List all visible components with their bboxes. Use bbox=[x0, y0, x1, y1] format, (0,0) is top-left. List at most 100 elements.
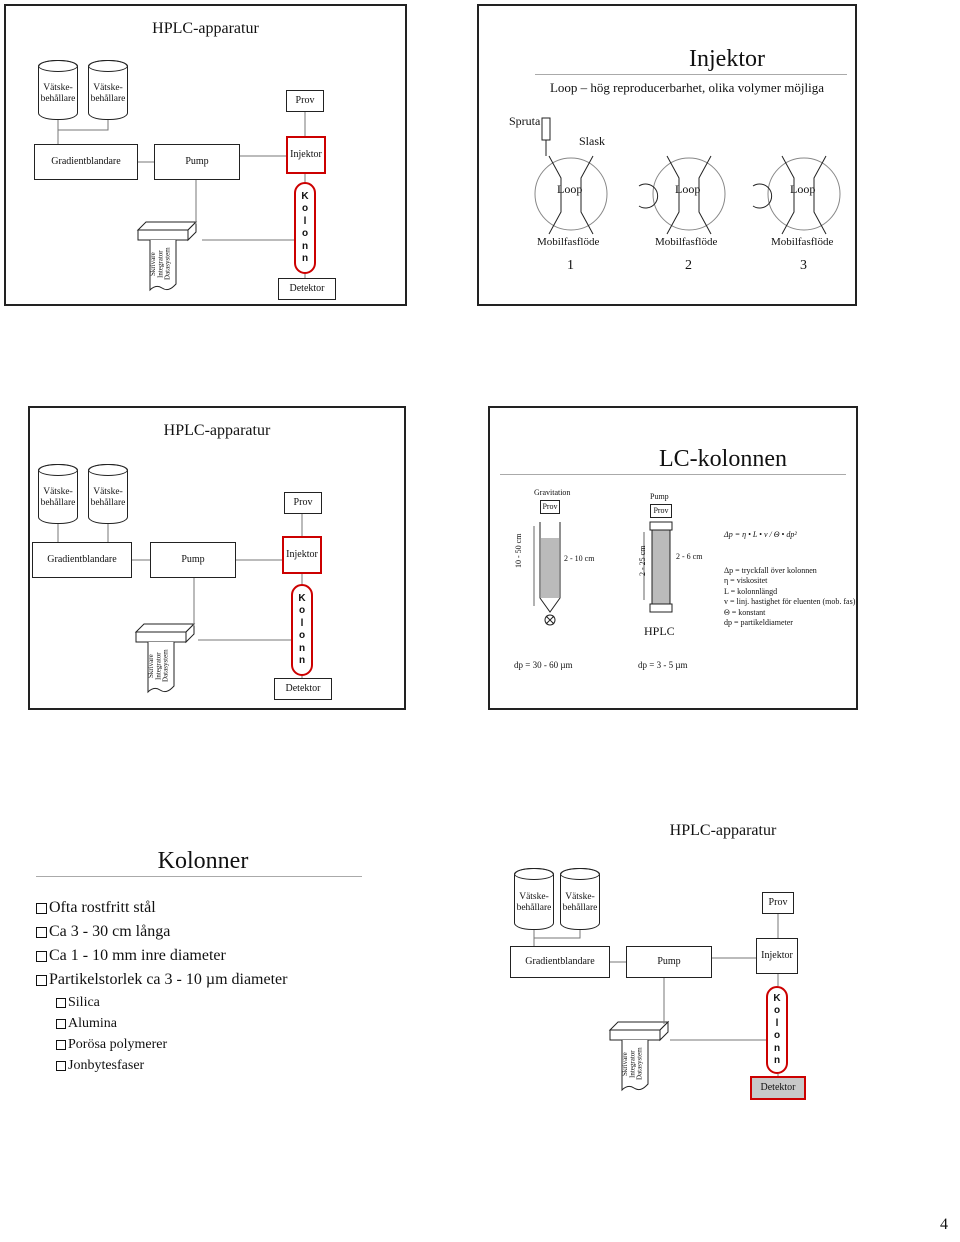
flow-label-2: Mobilfasflöde bbox=[655, 236, 718, 248]
pressure-formula: Δp = η • L • v / Θ • dp² bbox=[724, 530, 797, 539]
solvent-container-1: Vätske- behållare bbox=[514, 868, 554, 930]
sub-bullet-item: Porösa polymerer bbox=[36, 1034, 287, 1055]
kolonner-title: Kolonner bbox=[157, 848, 249, 874]
solvent-container-1: Vätske- behållare bbox=[38, 60, 78, 120]
syringe-label: Spruta bbox=[509, 114, 541, 128]
slide-injector: Injektor Loop – hög reproducerbarhet, ol… bbox=[477, 4, 857, 306]
step-number-1: 1 bbox=[567, 258, 574, 273]
page-number: 4 bbox=[940, 1216, 948, 1233]
printer-integrator-icon: Skrivare Integrator Datasystem bbox=[134, 620, 196, 694]
hplc-length-label: 2 - 25 cm bbox=[638, 545, 647, 576]
legend-line: Δp = tryckfall över kolonnen bbox=[724, 566, 817, 575]
step-number-3: 3 bbox=[800, 258, 807, 273]
column-letter: n bbox=[773, 1042, 781, 1054]
pump-box: Pump bbox=[154, 144, 240, 180]
column: K o l o n n bbox=[294, 182, 316, 274]
pump-box: Pump bbox=[150, 542, 236, 578]
title-rule bbox=[535, 74, 847, 75]
bullet-item: Ca 1 - 10 mm inre diameter bbox=[36, 944, 287, 968]
bullet-text: Ofta rostfritt stål bbox=[49, 899, 156, 916]
sub-bullet-item: Silica bbox=[36, 992, 287, 1013]
legend-line: v = linj. hastighet för eluenten (mob. f… bbox=[724, 597, 856, 607]
solvent-container-2: Vätske- behållare bbox=[88, 60, 128, 120]
slide-title: HPLC-apparatur bbox=[152, 20, 259, 37]
legend-line: L = kolonnlängd bbox=[724, 586, 778, 596]
injector-box: Injektor bbox=[282, 536, 322, 574]
solvent-container-2: Vätske- behållare bbox=[560, 868, 600, 930]
injector-valve-diagram bbox=[534, 117, 841, 235]
column-letter: o bbox=[301, 203, 309, 214]
slide-title: HPLC-apparatur bbox=[163, 422, 271, 439]
step-number-2: 2 bbox=[685, 258, 692, 273]
hplc-label: HPLC bbox=[644, 624, 675, 638]
bullet-text: Porösa polymerer bbox=[68, 1036, 168, 1052]
bullet-item: Ca 3 - 30 cm långa bbox=[36, 920, 287, 944]
loop-label-1: Loop bbox=[557, 182, 583, 196]
gradient-mixer-box: Gradientblandare bbox=[34, 144, 138, 180]
column-letter: l bbox=[303, 215, 307, 227]
solvent-container-1: Vätske- behållare bbox=[38, 464, 78, 524]
bullet-text: Jonbytesfaser bbox=[68, 1057, 145, 1073]
solvent-container-2: Vätske- behållare bbox=[88, 464, 128, 524]
bullet-text: Ca 3 - 30 cm långa bbox=[49, 923, 171, 940]
slide-hplc-apparatus-2: HPLC-apparatur Vätske- behållare Vätske-… bbox=[28, 406, 406, 710]
pump-label: Pump bbox=[650, 492, 669, 501]
checkbox-icon bbox=[56, 997, 66, 1008]
bullet-item: Ofta rostfritt stål bbox=[36, 896, 287, 920]
column-letter: K bbox=[298, 592, 306, 604]
column: K o l o n n bbox=[766, 986, 788, 1074]
injector-box: Injektor bbox=[756, 938, 798, 974]
checkbox-icon bbox=[56, 1060, 66, 1071]
gradient-mixer-box: Gradientblandare bbox=[32, 542, 132, 578]
subtitle: Loop – hög reproducerbarhet, olika volym… bbox=[549, 80, 824, 95]
checkbox-icon bbox=[36, 926, 47, 938]
column-letter: o bbox=[301, 228, 309, 239]
legend-line: η = viskositet bbox=[724, 576, 768, 586]
sample-box: Prov bbox=[284, 492, 322, 514]
printer-label: Skrivare Integrator Datasystem bbox=[621, 1047, 644, 1081]
column-letter: l bbox=[775, 1017, 779, 1029]
slide-title: Injektor bbox=[689, 46, 765, 72]
column: K o l o n n bbox=[291, 584, 313, 676]
loop-label-3: Loop bbox=[790, 182, 816, 196]
kolonner-title-rule bbox=[36, 876, 362, 877]
column-letter: o bbox=[773, 1005, 781, 1016]
checkbox-icon bbox=[56, 1018, 66, 1029]
gradient-mixer-box: Gradientblandare bbox=[510, 946, 610, 978]
flow-label-3: Mobilfasflöde bbox=[771, 236, 834, 248]
column-letter: K bbox=[301, 190, 309, 202]
column-letter: n bbox=[773, 1055, 781, 1066]
sample-box: Prov bbox=[286, 90, 324, 112]
gravity-label: Gravitation bbox=[534, 488, 571, 497]
column-letter: n bbox=[298, 642, 306, 654]
printer-label: Skrivare Integrator Datasystem bbox=[147, 649, 170, 683]
sub-bullet-item: Jonbytesfaser bbox=[36, 1055, 287, 1076]
legend-line: Θ = konstant bbox=[724, 607, 766, 617]
column-letter: n bbox=[301, 253, 309, 264]
printer-label: Skrivare Integrator Datasystem bbox=[149, 247, 172, 281]
legend-line: dp = partikeldiameter bbox=[724, 617, 793, 627]
formula-legend: Δp = tryckfall över kolonnen η = viskosi… bbox=[724, 566, 855, 628]
checkbox-icon bbox=[56, 1039, 66, 1050]
gravity-particle-size: dp = 30 - 60 µm bbox=[514, 660, 573, 670]
slide-hplc-apparatus-1: HPLC-apparatur Vätske- behållare Vätske-… bbox=[4, 4, 407, 306]
bullet-item: Partikelstorlek ca 3 - 10 µm diameter bbox=[36, 968, 287, 992]
column-letter: o bbox=[773, 1030, 781, 1041]
gravity-sample-box: Prov bbox=[540, 500, 560, 514]
column-letter: o bbox=[298, 605, 306, 616]
pump-box: Pump bbox=[626, 946, 712, 978]
injector-box: Injektor bbox=[286, 136, 326, 174]
pump-sample-box: Prov bbox=[650, 504, 672, 518]
hplc-width-label: 2 - 6 cm bbox=[676, 552, 703, 561]
checkbox-icon bbox=[36, 950, 47, 962]
waste-label: Slask bbox=[579, 134, 606, 148]
slide-title: HPLC-apparatur bbox=[669, 822, 777, 839]
column-letter: n bbox=[298, 655, 306, 666]
column-letter: l bbox=[300, 617, 304, 629]
checkbox-icon bbox=[36, 974, 47, 986]
kolonner-bullet-list: Ofta rostfritt stål Ca 3 - 30 cm långa C… bbox=[36, 896, 287, 1076]
detector-box: Detektor bbox=[278, 278, 336, 300]
detector-box: Detektor bbox=[750, 1076, 806, 1100]
hplc-particle-size: dp = 3 - 5 µm bbox=[638, 660, 688, 670]
gravity-width-label: 2 - 10 cm bbox=[564, 554, 595, 563]
